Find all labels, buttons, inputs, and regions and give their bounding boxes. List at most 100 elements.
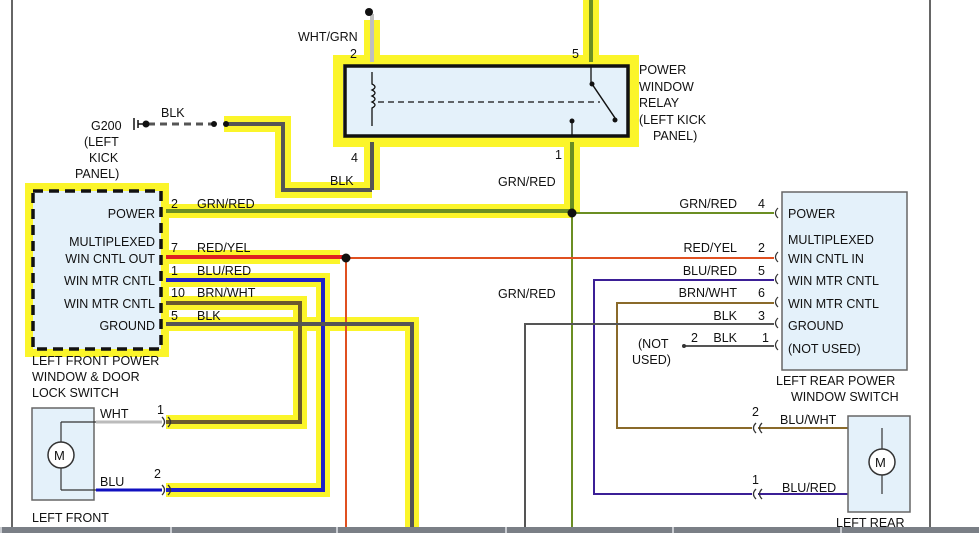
ground-wire-start-dot xyxy=(223,121,229,127)
svg-text:GRN/RED: GRN/RED xyxy=(197,197,255,211)
right-not-used-pin: 2 xyxy=(691,331,698,345)
wire-blu-red-right xyxy=(593,279,774,495)
svg-text:RED/YEL: RED/YEL xyxy=(197,241,251,255)
left-rear-motor xyxy=(847,415,911,513)
splice-red-yel-dot xyxy=(341,253,351,263)
splice-grn-red-dot xyxy=(567,208,577,218)
svg-text:2: 2 xyxy=(758,241,765,255)
svg-text:MULTIPLEXED: MULTIPLEXED xyxy=(69,235,155,249)
left-motor-pin-2: 2 xyxy=(154,467,161,481)
wires-layer xyxy=(96,0,882,528)
svg-text:MULTIPLEXED: MULTIPLEXED xyxy=(788,233,874,247)
svg-text:1: 1 xyxy=(762,331,769,345)
taskbar-strip xyxy=(0,527,979,533)
left-switch-pins: 2 7 1 10 5 xyxy=(171,197,185,323)
svg-text:BRN/WHT: BRN/WHT xyxy=(197,286,256,300)
left-motor-title: LEFT FRONT xyxy=(32,511,109,525)
svg-text:3: 3 xyxy=(758,309,765,323)
wire-label-grn-red-mid: GRN/RED xyxy=(498,287,556,301)
right-motor-pin-2: 2 xyxy=(752,405,759,419)
relay-coil-icon xyxy=(370,72,376,126)
right-not-used-1: USED) xyxy=(632,353,671,367)
wire-brn-wht-left xyxy=(166,301,302,424)
wire-blk-right xyxy=(524,323,774,528)
right-switch-wire-labels: GRN/RED RED/YEL BLU/RED BRN/WHT BLK BLK xyxy=(679,197,738,345)
relay-label-0: POWER xyxy=(639,63,686,77)
svg-text:7: 7 xyxy=(171,241,178,255)
wire-label-blk-relay: BLK xyxy=(330,174,354,188)
left-motor-wire-blu: BLU xyxy=(100,475,124,489)
wire-brn-wht-right xyxy=(616,302,774,429)
svg-text:WIN CNTL OUT: WIN CNTL OUT xyxy=(65,252,155,266)
left-switch-title-0: LEFT FRONT POWER xyxy=(32,354,159,368)
right-motor-symbol: M xyxy=(875,455,886,470)
ground-wire-end-dot xyxy=(211,121,217,127)
left-switch-title-1: WINDOW & DOOR xyxy=(32,370,140,384)
svg-text:WIN MTR CNTL: WIN MTR CNTL xyxy=(788,274,879,288)
relay-label-3: (LEFT KICK xyxy=(639,113,707,127)
svg-text:BRN/WHT: BRN/WHT xyxy=(679,286,738,300)
wire-blk-ground xyxy=(224,122,372,192)
wire-label-wht-grn: WHT/GRN xyxy=(298,30,358,44)
left-rear-switch-body xyxy=(781,191,908,371)
relay-label-1: WINDOW xyxy=(639,80,694,94)
left-motor-symbol: M xyxy=(54,448,65,463)
not-used-pin-dot xyxy=(682,344,686,348)
relay-label-2: RELAY xyxy=(639,96,680,110)
relay-body xyxy=(343,64,630,138)
relay-pin-1: 1 xyxy=(555,148,562,162)
right-motor-connectors xyxy=(752,422,763,500)
relay-label-4: PANEL) xyxy=(653,129,697,143)
svg-text:POWER: POWER xyxy=(108,207,155,221)
svg-text:10: 10 xyxy=(171,286,185,300)
right-switch-labels: POWER MULTIPLEXED WIN CNTL IN WIN MTR CN… xyxy=(788,207,879,356)
svg-text:WIN CNTL IN: WIN CNTL IN xyxy=(788,252,864,266)
relay-pin-2: 2 xyxy=(350,47,357,61)
wire-label-grn-red-relay: GRN/RED xyxy=(498,175,556,189)
left-motor-wire-wht: WHT xyxy=(100,407,129,421)
ground-label-3: PANEL) xyxy=(75,167,119,181)
splice-top-dot xyxy=(365,8,373,16)
right-motor-wire-blu-red: BLU/RED xyxy=(782,481,836,495)
ground-label-0: G200 xyxy=(91,119,122,133)
left-front-switch-body xyxy=(31,189,163,351)
svg-text:GROUND: GROUND xyxy=(99,319,155,333)
left-switch-wire-labels: GRN/RED RED/YEL BLU/RED BRN/WHT BLK xyxy=(197,197,256,323)
relay-contact-arm xyxy=(591,83,616,119)
svg-text:WIN MTR CNTL: WIN MTR CNTL xyxy=(64,274,155,288)
svg-text:(NOT USED): (NOT USED) xyxy=(788,342,861,356)
svg-text:RED/YEL: RED/YEL xyxy=(684,241,738,255)
svg-text:5: 5 xyxy=(171,309,178,323)
right-motor-wire-blu-wht: BLU/WHT xyxy=(780,413,837,427)
svg-text:BLU/RED: BLU/RED xyxy=(197,264,251,278)
svg-text:4: 4 xyxy=(758,197,765,211)
wire-label-blk-top: BLK xyxy=(161,106,185,120)
left-motor-connectors xyxy=(161,416,172,496)
left-switch-labels: POWER MULTIPLEXED WIN CNTL OUT WIN MTR C… xyxy=(64,207,155,333)
svg-text:6: 6 xyxy=(758,286,765,300)
svg-text:WIN MTR CNTL: WIN MTR CNTL xyxy=(788,297,879,311)
svg-text:5: 5 xyxy=(758,264,765,278)
svg-text:WIN MTR CNTL: WIN MTR CNTL xyxy=(64,297,155,311)
ground-symbol-icon xyxy=(133,118,146,130)
right-not-used-0: (NOT xyxy=(638,337,669,351)
right-motor-pin-1: 1 xyxy=(752,473,759,487)
wire-blk-ground-left xyxy=(166,322,414,528)
svg-text:BLK: BLK xyxy=(713,309,737,323)
relay-pin-4: 4 xyxy=(351,151,358,165)
power-window-relay xyxy=(343,64,630,138)
right-motor-title: LEFT REAR xyxy=(836,516,905,530)
left-motor-pin-1: 1 xyxy=(157,403,164,417)
svg-text:GRN/RED: GRN/RED xyxy=(679,197,737,211)
svg-text:GROUND: GROUND xyxy=(788,319,844,333)
left-front-motor xyxy=(31,407,96,501)
left-switch-title-2: LOCK SWITCH xyxy=(32,386,119,400)
svg-text:2: 2 xyxy=(171,197,178,211)
right-switch-title-1: WINDOW SWITCH xyxy=(791,390,899,404)
ground-label-2: KICK xyxy=(89,151,119,165)
svg-text:BLK: BLK xyxy=(713,331,737,345)
relay-contact-end xyxy=(612,117,618,123)
svg-text:POWER: POWER xyxy=(788,207,835,221)
ground-label-1: (LEFT xyxy=(84,135,119,149)
svg-text:BLU/RED: BLU/RED xyxy=(683,264,737,278)
